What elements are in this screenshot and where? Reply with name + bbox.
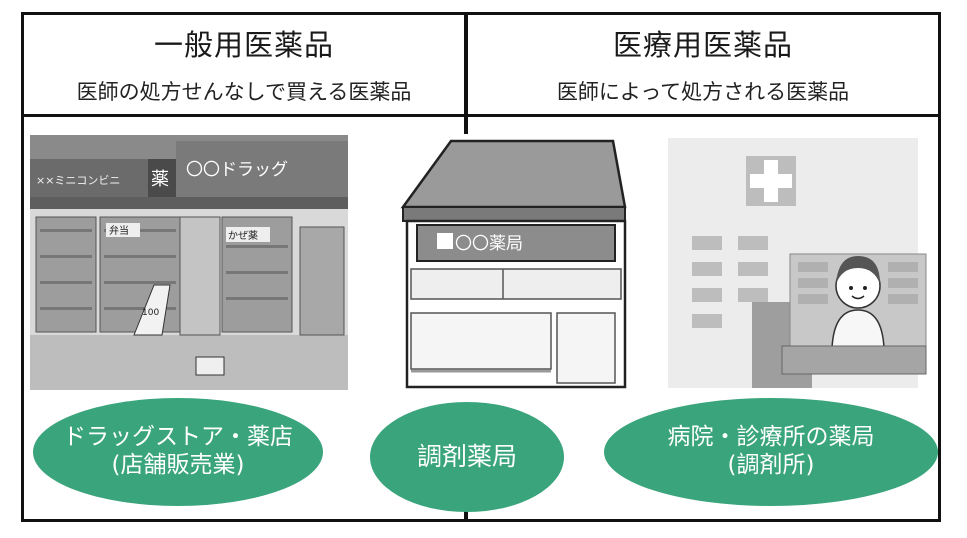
otc-title: 一般用医薬品 — [153, 28, 334, 62]
column-divider-top — [464, 12, 468, 134]
drugstore-main-sign: 〇〇ドラッグ — [186, 160, 288, 180]
drugstore-label-line2: (店舗販売業) — [111, 452, 245, 478]
prescription-subtitle: 医師によって処方される医薬品 — [556, 80, 850, 104]
plus-icon: ✚ — [439, 232, 452, 251]
dispensing-pharmacy-label-line1: 調剤薬局 — [416, 442, 517, 471]
column-divider-bottom — [464, 505, 468, 522]
drugstore-label: ドラッグストア・薬店 (店舗販売業) — [33, 398, 323, 506]
diagram-frame — [21, 12, 941, 522]
drugstore-label-line1: ドラッグストア・薬店 — [63, 424, 293, 451]
pharmacy-sign: 〇〇薬局 — [455, 234, 523, 254]
pharmacy-illustration: ✚ 〇〇薬局 — [393, 135, 633, 393]
drugstore-kanji-sign: 薬 — [151, 169, 169, 190]
prescription-title: 医療用医薬品 — [612, 28, 793, 62]
bento-tag: 弁当 — [109, 224, 129, 237]
hospital-pharmacy-label: 病院・診療所の薬局 (調剤所) — [604, 398, 938, 506]
drugstore-illustration: ××ミニコンビニ 薬 〇〇ドラッグ 弁当 かぜ薬 100 — [30, 135, 348, 390]
dispensing-pharmacy-label: 調剤薬局 — [370, 402, 564, 512]
header-divider — [21, 114, 941, 117]
hospital-illustration — [648, 138, 930, 388]
cold-medicine-tag: かぜ薬 — [228, 230, 258, 242]
otc-subtitle: 医師の処方せんなしで買える医薬品 — [76, 80, 412, 104]
minimart-sign-text: ××ミニコンビニ — [36, 174, 120, 187]
hospital-pharmacy-label-line1: 病院・診療所の薬局 — [667, 424, 875, 451]
hospital-pharmacy-label-line2: (調剤所) — [727, 452, 815, 478]
sidewalk-board-number: 100 — [142, 308, 159, 318]
